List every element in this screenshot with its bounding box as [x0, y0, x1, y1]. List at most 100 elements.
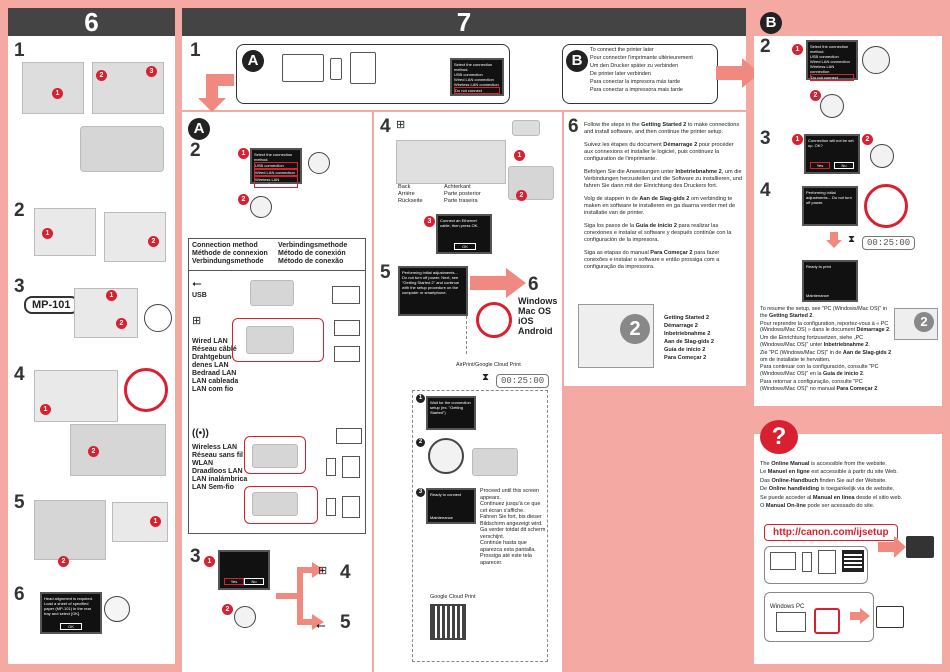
secB-menu-wired[interactable]: Wired LAN connection [810, 59, 850, 64]
back-de: Rückseite [398, 198, 423, 204]
secA-menu-usb[interactable]: USB connection [254, 162, 298, 169]
later-nl: De printer later verbinden [590, 71, 651, 77]
back-nl: Achterkant [444, 184, 471, 190]
wired-es: LAN cableada [192, 378, 239, 385]
top7-connection-screen: Select the connection method. USB connec… [450, 58, 504, 96]
step5-os-list: Windows Mac OS iOS Android [518, 296, 557, 336]
secB-step-2: 2 [760, 36, 771, 57]
usb-icon: ⭠ [192, 276, 202, 290]
step5-dotted-line [466, 316, 467, 354]
step4-screen: Connect an Ethernet cable, then press OK… [436, 214, 492, 254]
top7-menu-wireless[interactable]: Wireless LAN connection [454, 82, 499, 87]
secA-menu-wireless[interactable]: Wireless LAN connection [254, 176, 298, 188]
later-pt: Para conectar a impressora mais tarde [590, 87, 683, 93]
secA-menu-wired[interactable]: Wired LAN connection [254, 169, 298, 176]
col6-prohibited-circle [124, 368, 168, 412]
wireless-lan-icon: ((•)) [192, 428, 209, 439]
step6-p-fr: Suivez les étapes du document Démarrage … [584, 142, 734, 162]
guide-nl: Aan de Slag-gids 2 [664, 339, 715, 345]
secB-menu-usb[interactable]: USB connection [810, 54, 839, 59]
section-a-circle: A [188, 118, 210, 140]
col6-badge-3: 3 [146, 66, 157, 77]
col6-step-3: 3 [14, 276, 25, 297]
col6-badge-2-2: 2 [148, 236, 159, 247]
wireless-lan-highlight-1 [244, 436, 306, 474]
secA-step-3: 3 [190, 546, 201, 567]
col6-step6-screen: Head alignment is required. Load a sheet… [40, 592, 102, 634]
col6-step-1: 1 [14, 40, 25, 61]
secB-step3-screen: Connection will not be set up. OK? Yes N… [804, 134, 860, 174]
wired-lan-highlight [232, 318, 324, 362]
top7-menu-wired[interactable]: Wired LAN connection [454, 77, 494, 82]
top7-a-circle: A [242, 50, 264, 72]
conn-h-en: Connection method [192, 242, 258, 249]
step4-screen-ok[interactable]: OK [454, 243, 476, 250]
secA-3-yes[interactable]: Yes [224, 578, 244, 585]
secB-badge-1: 1 [792, 44, 803, 55]
secB-3-yes[interactable]: Yes [810, 162, 830, 169]
secA-nav-dial[interactable] [308, 152, 330, 174]
help-laptop-icon [770, 552, 796, 570]
step6-guide-list: Getting Started 2 Démarrage 2 Inbetriebn… [664, 314, 714, 362]
col6-step-4: 4 [14, 364, 25, 385]
secB-menu-wireless[interactable]: Wireless LAN connection [810, 64, 835, 74]
section-b-circle: B [760, 12, 782, 34]
secA-menu-donot[interactable]: Do not connect [254, 188, 281, 193]
back-es: Parte posterior [444, 191, 481, 197]
secB-menu-title: Select the connection method. [810, 44, 849, 54]
col6-badge-2-1: 1 [42, 228, 53, 239]
later-en: To connect the printer later [590, 47, 654, 53]
col6-screen-ok[interactable]: OK [60, 623, 82, 630]
top7-menu-usb[interactable]: USB connection [454, 72, 483, 77]
online-manual-url[interactable]: http://canon.com/ijsetup [764, 524, 898, 541]
secB-no-usb-circle [864, 184, 908, 228]
winpc-laptop-icon [776, 612, 806, 632]
smartphone-icon [330, 58, 342, 80]
help-text: The Online Manual is accessible from the… [760, 460, 938, 510]
help-question-badge: ? [760, 420, 798, 454]
step4-badge-2: 2 [516, 190, 527, 201]
secB-step-3: 3 [760, 128, 771, 149]
secB-nav-dial[interactable] [862, 46, 890, 74]
guide-pt: Para Começar 2 [664, 355, 707, 361]
col6-badge-4-2: 2 [88, 446, 99, 457]
later-de: Um den Drucker später zu verbinden [590, 63, 679, 69]
secB-3-ok-dial[interactable] [870, 144, 894, 168]
go-to-step-4: 4 [340, 562, 351, 583]
top7-b-box [562, 44, 718, 104]
proceed-nl: Ga verder totdat dit scherm verschijnt. [480, 527, 546, 540]
secA-step3-screen: Yes No [218, 550, 270, 590]
resume-pt: Para retornar a configuração, consulte "… [760, 378, 879, 392]
detail-screen-3-maint[interactable]: Maintenance [430, 515, 453, 520]
wireless-laptop [336, 428, 362, 444]
wireless-tablet-2 [342, 496, 360, 518]
detail-ok-dial[interactable] [428, 438, 464, 474]
secB-timer: 00:25:00 [862, 236, 916, 250]
col6-ok-button-dial[interactable] [104, 596, 130, 622]
secA-badge-2: 2 [238, 194, 249, 205]
help-phone-icon [802, 552, 812, 572]
gcp-qr-code [430, 604, 466, 640]
top7-menu-title: Select the connection method. [454, 62, 493, 72]
secA-ok-dial[interactable] [250, 196, 272, 218]
book-circle-2: 2 [620, 314, 650, 344]
secA-3-badge-1: 1 [204, 556, 215, 567]
secA-3-no[interactable]: No [244, 578, 264, 585]
secB-ok-dial[interactable] [820, 94, 844, 118]
wireless-en: Wireless LAN [192, 444, 238, 451]
wireless-printer-2 [252, 492, 298, 516]
detail-screen-3-head: Ready to connect [430, 492, 462, 497]
resume-es: Para continuar con la configuración, con… [760, 364, 879, 378]
secB-3-no[interactable]: No [834, 162, 854, 169]
top7-menu-donot[interactable]: Do not connect [454, 87, 500, 94]
secA-step-2: 2 [190, 140, 201, 161]
help-nl: De Online handleiding is toegankelijk vi… [760, 486, 895, 493]
secB-maint[interactable]: Maintenance [806, 293, 829, 298]
help-es: Se puede acceder al Manual en línea desd… [760, 494, 903, 501]
wireless-printer-1 [252, 444, 298, 468]
secB-menu-donot[interactable]: Do not connect [810, 74, 854, 81]
secA-3-ok-dial[interactable] [234, 606, 256, 628]
step5-goto-6: 6 [528, 274, 539, 295]
col6-step-5: 5 [14, 492, 25, 513]
book-icon [906, 536, 934, 558]
